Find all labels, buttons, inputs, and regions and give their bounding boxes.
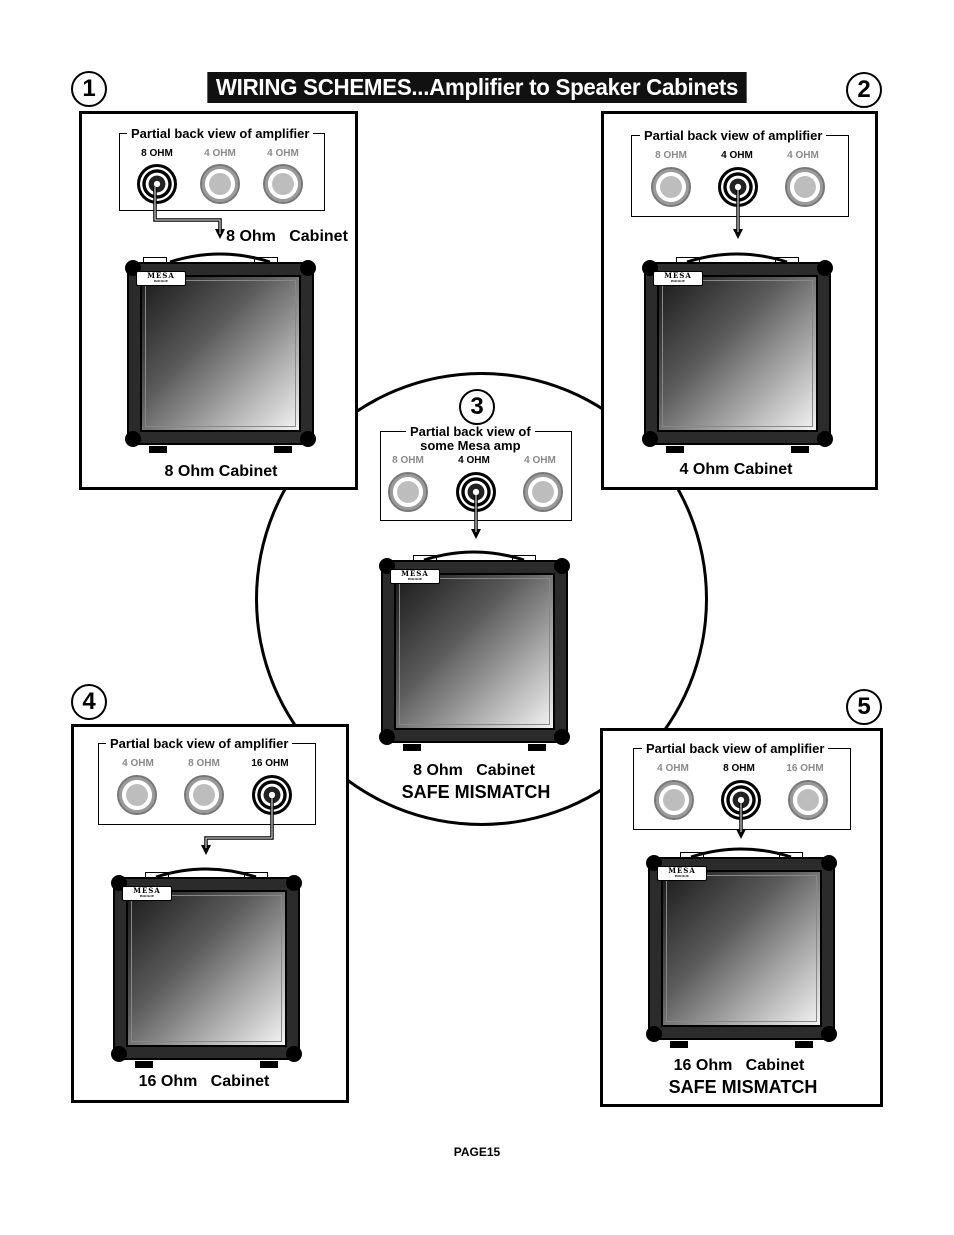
scheme-4-jack-label-2: 8 OHM <box>188 758 220 769</box>
scheme-2-number: 2 <box>846 72 882 108</box>
scheme-1-number: 1 <box>71 71 107 107</box>
scheme-5-jack-label-2: 8 OHM <box>723 763 755 774</box>
scheme-5-jack-16ohm[interactable] <box>788 780 828 820</box>
scheme-2-cabinet-label: 4 Ohm Cabinet <box>679 461 793 478</box>
scheme-5-cabinet-label: 16 Ohm Cabinet <box>673 1057 805 1074</box>
scheme-5-jack-label-1: 4 OHM <box>657 763 689 774</box>
scheme-4-jack-label-3: 16 OHM <box>251 758 289 769</box>
scheme-2-jack-label-2: 4 OHM <box>721 150 753 161</box>
scheme-2-jack-4ohm-a[interactable] <box>718 167 758 207</box>
scheme-2-jack-8ohm[interactable] <box>651 167 691 207</box>
scheme-3-box-title-line1: Partial back view of <box>410 424 531 439</box>
scheme-5-number: 5 <box>846 689 882 725</box>
scheme-5-note: SAFE MISMATCH <box>668 1077 818 1097</box>
scheme-1-jack-4ohm-b[interactable] <box>263 164 303 204</box>
page-title: WIRING SCHEMES...Amplifier to Speaker Ca… <box>207 72 747 103</box>
scheme-1-jack-label-2: 4 OHM <box>204 148 236 159</box>
page-number: PAGE15 <box>453 1145 501 1159</box>
scheme-3-number: 3 <box>459 389 495 425</box>
scheme-4-jack-4ohm[interactable] <box>117 775 157 815</box>
scheme-1-jack-label-1: 8 OHM <box>141 148 173 159</box>
scheme-3-note: SAFE MISMATCH <box>401 782 551 802</box>
scheme-3-jack-label-3: 4 OHM <box>524 455 556 466</box>
scheme-4-jack-8ohm[interactable] <box>184 775 224 815</box>
scheme-1-box-title: Partial back view of amplifier <box>127 127 314 141</box>
scheme-1-connector-label: 8 Ohm Cabinet <box>226 228 348 245</box>
scheme-1-jack-8ohm[interactable] <box>137 164 177 204</box>
scheme-1-jack-4ohm-a[interactable] <box>200 164 240 204</box>
scheme-3-cabinet-label: 8 Ohm Cabinet <box>413 762 535 779</box>
scheme-4-number: 4 <box>71 684 107 720</box>
scheme-2-box-title: Partial back view of amplifier <box>640 129 827 143</box>
scheme-4-box-title: Partial back view of amplifier <box>106 737 293 751</box>
scheme-3-box-title-line2: some Mesa amp <box>420 438 521 453</box>
scheme-2-jack-label-3: 4 OHM <box>787 150 819 161</box>
scheme-3-jack-4ohm-b[interactable] <box>523 472 563 512</box>
scheme-2-jack-4ohm-b[interactable] <box>785 167 825 207</box>
scheme-5-jack-label-3: 16 OHM <box>786 763 824 774</box>
scheme-4-cabinet-label: 16 Ohm Cabinet <box>138 1073 270 1090</box>
scheme-1-jack-label-3: 4 OHM <box>267 148 299 159</box>
scheme-3-jack-label-2: 4 OHM <box>458 455 490 466</box>
scheme-3-jack-4ohm-a[interactable] <box>456 472 496 512</box>
scheme-5-jack-8ohm[interactable] <box>721 780 761 820</box>
scheme-4-jack-16ohm[interactable] <box>252 775 292 815</box>
scheme-5-jack-4ohm[interactable] <box>654 780 694 820</box>
scheme-1-cabinet-label: 8 Ohm Cabinet <box>164 463 278 480</box>
scheme-3-jack-label-1: 8 OHM <box>392 455 424 466</box>
scheme-4-jack-label-1: 4 OHM <box>122 758 154 769</box>
scheme-2-jack-label-1: 8 OHM <box>655 150 687 161</box>
scheme-3-box-title: Partial back view of some Mesa amp <box>406 425 535 453</box>
scheme-3-jack-8ohm[interactable] <box>388 472 428 512</box>
scheme-5-box-title: Partial back view of amplifier <box>642 742 829 756</box>
